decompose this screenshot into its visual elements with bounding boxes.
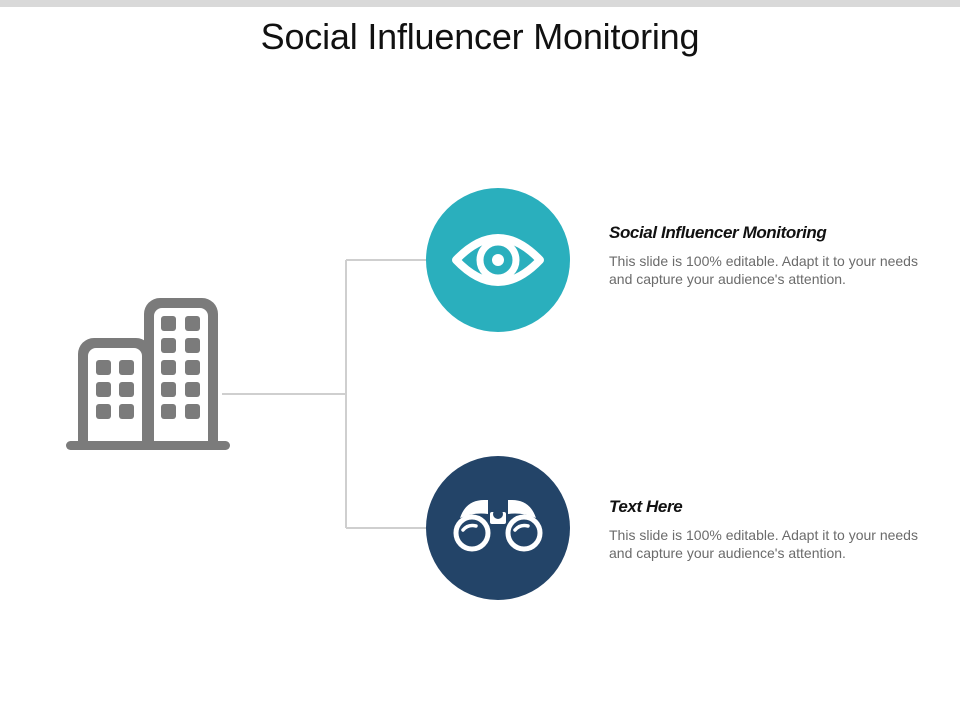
item-body-1: This slide is 100% editable. Adapt it to…	[609, 253, 918, 287]
item-heading-2: Text Here	[609, 497, 683, 516]
top-bar	[0, 0, 960, 7]
eye-icon	[452, 234, 544, 286]
circle-node-2	[426, 456, 570, 600]
item-heading-1: Social Influencer Monitoring	[609, 223, 827, 242]
slide-title: Social Influencer Monitoring	[260, 16, 700, 57]
item-body-2: This slide is 100% editable. Adapt it to…	[609, 527, 918, 561]
building-icon	[66, 298, 230, 450]
circle-node-1	[426, 188, 570, 332]
binoculars-icon	[453, 500, 543, 552]
